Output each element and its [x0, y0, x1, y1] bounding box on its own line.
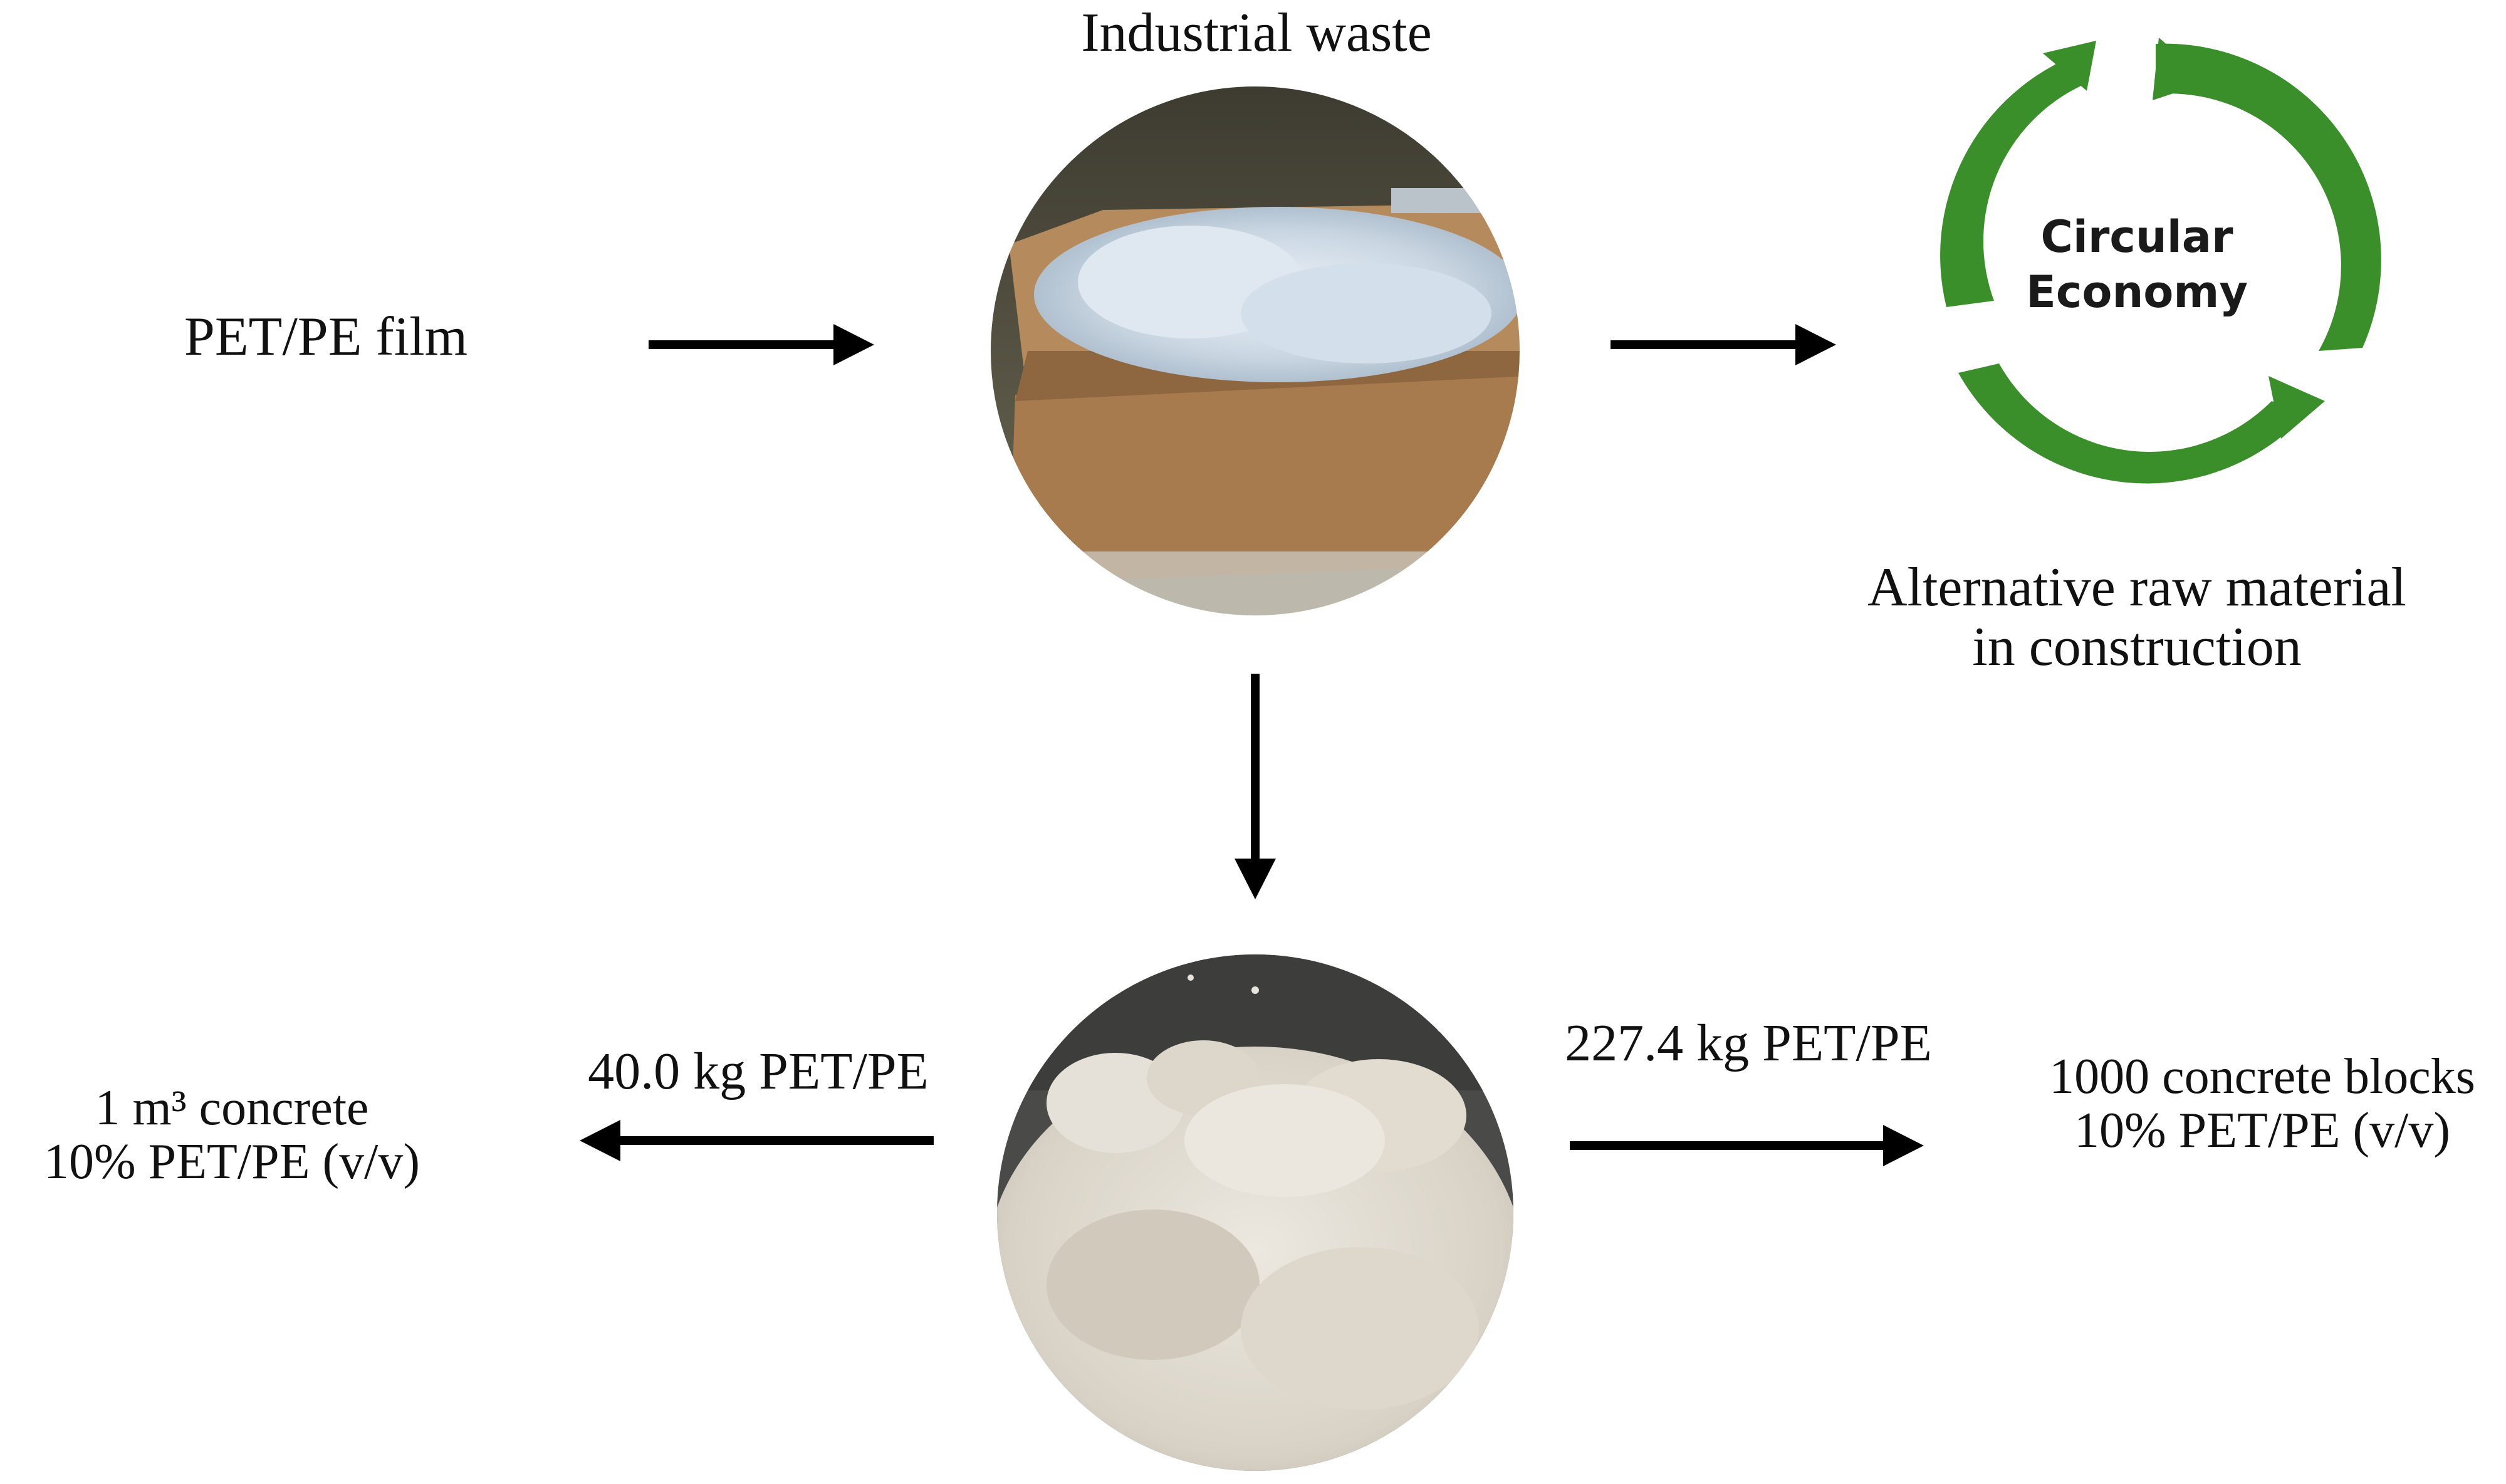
arrow-film-to-waste [649, 324, 874, 365]
left-amount-label: 40.0 kg PET/PE [588, 1042, 929, 1100]
source-label: PET/PE film [184, 306, 468, 367]
svg-text://: // [1441, 536, 1455, 563]
alternative-line2: in construction [1972, 617, 2302, 678]
right-amount-label: 227.4 kg PET/PE [1565, 1014, 1932, 1072]
circular-economy-label: Circular Economy [1993, 210, 2281, 320]
arrow-waste-to-shredded [1235, 674, 1276, 899]
left-product-line2: 10% PET/PE (v/v) [44, 1134, 420, 1190]
circular-line1: Circular [2040, 211, 2233, 263]
right-product-label: 1000 concrete blocks 10% PET/PE (v/v) [2030, 1050, 2494, 1158]
shredded-photo [997, 954, 1513, 1471]
circular-line2: Economy [2026, 266, 2248, 318]
alternative-label: Alternative raw material in construction [1805, 558, 2469, 677]
alternative-line1: Alternative raw material [1867, 557, 2407, 618]
waste-photo: // [990, 86, 1520, 616]
left-product-label: 1 m³ concrete 10% PET/PE (v/v) [13, 1081, 451, 1189]
right-product-line2: 10% PET/PE (v/v) [2074, 1103, 2450, 1159]
left-product-line1: 1 m³ concrete [95, 1080, 369, 1136]
arrow-waste-to-circular [1611, 324, 1836, 365]
waste-title: Industrial waste [1081, 3, 1432, 63]
arrow-to-concrete [580, 1120, 934, 1161]
right-product-line1: 1000 concrete blocks [2049, 1049, 2475, 1104]
recycling-cycle-arrows-icon [1940, 38, 2381, 484]
arrow-to-blocks [1570, 1125, 1924, 1166]
